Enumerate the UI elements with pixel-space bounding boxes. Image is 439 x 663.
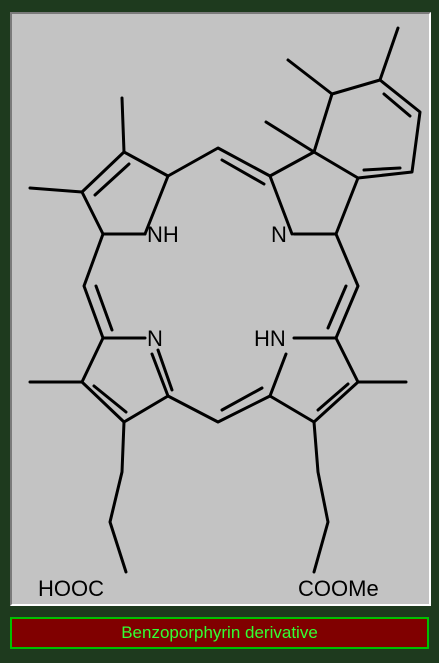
bond-left-meso-double — [94, 284, 114, 332]
caption-bar: Benzoporphyrin derivative — [10, 617, 429, 649]
bond-right-meso — [334, 232, 360, 340]
atom-nh-top: NH — [147, 222, 179, 247]
bond-hex-double-1 — [382, 92, 412, 118]
caption-text: Benzoporphyrin derivative — [121, 623, 318, 642]
bond-right-chain — [312, 420, 330, 574]
atom-hn-bottom: HN — [254, 326, 286, 351]
bond-hex-methyl-top — [378, 26, 400, 82]
bond-tl-double-1 — [93, 162, 131, 197]
atom-coome: COOMe — [298, 576, 379, 601]
bond-tr-ring-2 — [268, 150, 360, 236]
atom-hooc: HOOC — [38, 576, 104, 601]
bond-br-ring — [268, 352, 288, 398]
bond-bottom-meso-double — [220, 386, 264, 412]
bond-hex-ring — [312, 78, 422, 180]
bond-tr-pyrrole-ring — [268, 174, 294, 236]
bond-tl-methyl-left — [28, 186, 84, 194]
bond-bl-double-n — [156, 348, 174, 392]
bond-bl-double — [92, 384, 128, 414]
atom-n-bottom: N — [147, 326, 163, 351]
structure-panel: NH N N HN HOOC COOMe — [10, 12, 431, 606]
bond-right-meso-double — [326, 284, 348, 330]
bond-left-meso — [82, 232, 105, 340]
bond-bottom-meso — [166, 394, 272, 424]
bond-hex-methyl-inner — [264, 120, 316, 154]
bond-top-meso — [166, 146, 272, 178]
bond-left-chain — [108, 420, 128, 574]
bond-hex-methyl-left — [286, 58, 334, 96]
bond-br-ring-2 — [268, 336, 360, 424]
bond-tl-methyl-top — [120, 96, 126, 154]
atom-n-top: N — [271, 222, 287, 247]
bond-hex-double-2 — [362, 166, 402, 172]
bond-top-meso-double — [220, 158, 266, 186]
bond-br-double — [316, 382, 350, 412]
